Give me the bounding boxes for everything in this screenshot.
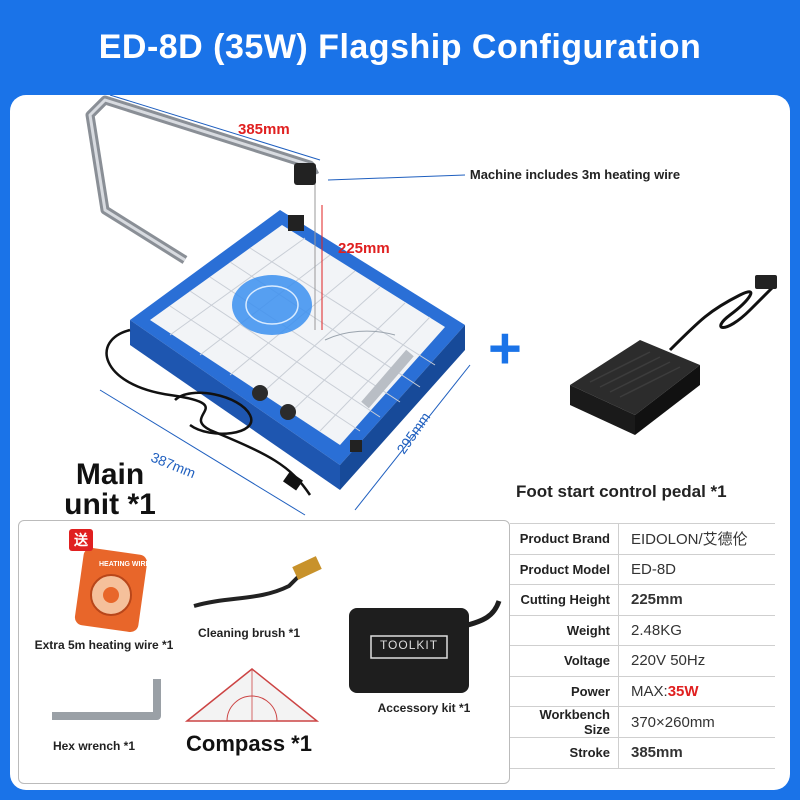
spec-value-prefix: MAX: xyxy=(631,682,668,700)
table-row: Voltage 220V 50Hz xyxy=(510,645,775,677)
main-unit-line-1: Main xyxy=(75,458,145,491)
cleaning-brush-image xyxy=(193,556,322,608)
spec-value: 370×260mm xyxy=(618,706,775,738)
plus-sign: + xyxy=(488,316,522,381)
spec-label: Product Brand xyxy=(510,523,619,555)
table-row: Cutting Height 225mm xyxy=(510,584,775,616)
spec-value: 225mm xyxy=(618,584,775,616)
spec-label: Product Model xyxy=(510,554,619,585)
spec-label: Workbench Size xyxy=(510,706,619,738)
gift-badge: 送 xyxy=(69,529,93,551)
foot-pedal-image xyxy=(570,275,777,435)
spec-value: 220V 50Hz xyxy=(618,645,775,677)
dimension-height-label: 225mm xyxy=(338,240,390,257)
table-row: Stroke 385mm xyxy=(510,737,775,769)
hex-wrench-label: Hex wrench *1 xyxy=(52,739,136,753)
compass-triangle-image xyxy=(184,668,320,722)
spec-label: Power xyxy=(510,676,619,707)
spec-value: 2.48KG xyxy=(618,615,775,646)
foam-cutter-machine-image xyxy=(85,95,471,516)
specs-table: Product Brand EIDOLON/艾德伦 Product Model … xyxy=(510,523,775,769)
spec-label: Cutting Height xyxy=(510,584,619,616)
accessories-box: 送 HEATING WIRE Extra 5m heating wire *1 … xyxy=(18,520,510,784)
table-row: Product Brand EIDOLON/艾德伦 xyxy=(510,523,775,555)
foot-pedal-label: Foot start control pedal *1 xyxy=(516,482,727,501)
spec-label: Stroke xyxy=(510,737,619,769)
header-banner: ED-8D (35W) Flagship Configuration xyxy=(0,0,800,95)
main-unit-line-2: unit *1 xyxy=(64,488,156,521)
spec-value: 385mm xyxy=(618,737,775,769)
page-title: ED-8D (35W) Flagship Configuration xyxy=(98,28,702,66)
compass-label: Compass *1 xyxy=(186,731,312,756)
wire-pack-text: HEATING WIRE xyxy=(99,561,151,568)
table-row: Workbench Size 370×260mm xyxy=(510,706,775,738)
table-row: Product Model ED-8D xyxy=(510,554,775,585)
hex-wrench-image xyxy=(52,679,161,720)
accessory-kit-label: Accessory kit *1 xyxy=(377,701,471,715)
spec-value: EIDOLON/艾德伦 xyxy=(618,523,775,555)
table-row: Weight 2.48KG xyxy=(510,615,775,646)
product-card: 385mm 225mm 295mm 387mm Machine includes… xyxy=(10,95,790,790)
toolkit-bag-image xyxy=(349,600,502,693)
extra-wire-label: Extra 5m heating wire *1 xyxy=(34,638,174,652)
spec-label: Voltage xyxy=(510,645,619,677)
heating-wire-pack-image xyxy=(74,547,148,633)
cleaning-brush-label: Cleaning brush *1 xyxy=(197,626,301,640)
dimension-width-label: 385mm xyxy=(238,121,290,138)
spec-value: ED-8D xyxy=(618,554,775,585)
main-unit-label: Main unit *1 xyxy=(50,460,170,520)
spec-value-highlight: 35W xyxy=(667,682,699,700)
table-row: Power MAX:35W xyxy=(510,676,775,707)
spec-label: Weight xyxy=(510,615,619,646)
wire-note: Machine includes 3m heating wire xyxy=(469,167,681,182)
spec-value: MAX:35W xyxy=(618,676,775,707)
toolkit-text: TOOLKIT xyxy=(379,638,439,652)
